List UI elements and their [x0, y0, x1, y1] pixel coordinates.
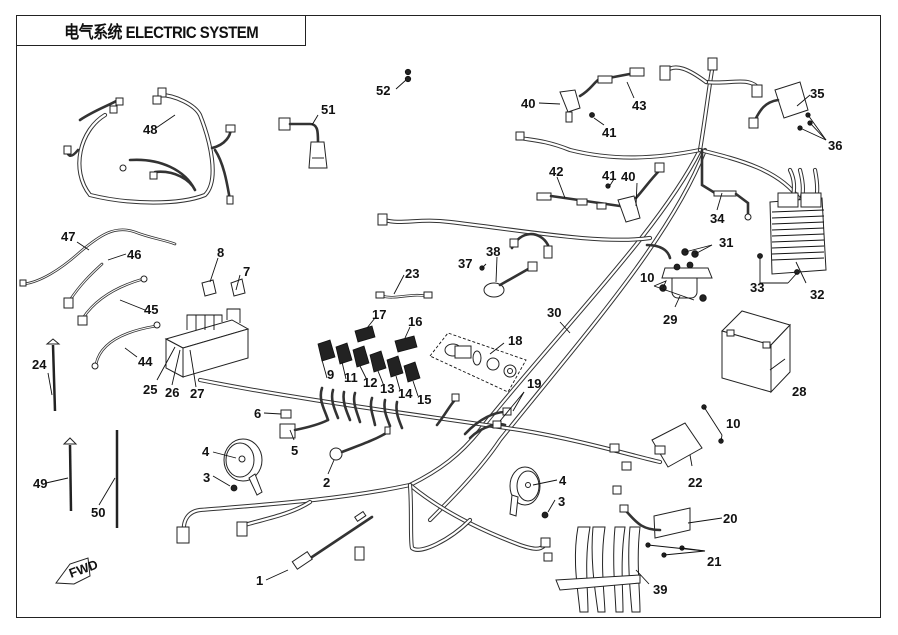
callout-28: 28	[792, 384, 806, 399]
part-29-starter-relay	[645, 243, 713, 302]
part-40-sensor-top	[559, 67, 645, 123]
callout-27: 27	[190, 386, 204, 401]
part-23-wire	[375, 291, 433, 299]
part-39-bracket	[555, 526, 641, 613]
callout-14: 14	[398, 386, 413, 401]
part-34-fuse	[700, 148, 752, 221]
part-38-sensor	[479, 232, 553, 298]
callout-50: 50	[91, 505, 105, 520]
part-22-ecu	[651, 404, 724, 468]
callout-34: 34	[710, 211, 725, 226]
callout-39: 39	[653, 582, 667, 597]
callout-4-right: 4	[559, 473, 567, 488]
battery-cables	[19, 228, 177, 370]
leader-lines	[45, 79, 827, 585]
callout-11: 11	[344, 370, 358, 385]
callout-52: 52	[376, 83, 390, 98]
callout-1: 1	[256, 573, 263, 588]
callout-29: 29	[663, 312, 677, 327]
callout-2: 2	[323, 475, 330, 490]
callout-37: 37	[458, 256, 472, 271]
switch-block	[317, 325, 421, 430]
callout-12: 12	[363, 375, 377, 390]
part-2-socket	[329, 426, 391, 461]
fuse-box	[164, 278, 250, 378]
callout-33: 33	[750, 280, 764, 295]
part-1-sensor	[291, 510, 374, 570]
callout-24: 24	[32, 357, 47, 372]
callout-35: 35	[810, 86, 824, 101]
callout-48: 48	[143, 122, 157, 137]
part-48-front-harness	[63, 87, 236, 205]
diagram-title: 电气系统 ELECTRIC SYSTEM	[64, 23, 258, 42]
callout-44: 44	[138, 354, 153, 369]
fwd-arrow: FWD	[55, 557, 100, 585]
callout-16: 16	[408, 314, 422, 329]
callout-41-top: 41	[602, 125, 616, 140]
callout-38: 38	[486, 244, 500, 259]
callout-20: 20	[723, 511, 737, 526]
callout-40-mid: 40	[621, 169, 635, 184]
part-19-connectors	[435, 393, 512, 440]
part-42-sensor-mid	[536, 162, 665, 223]
callout-46: 46	[127, 247, 141, 262]
callout-9: 9	[327, 367, 334, 382]
callout-40-top: 40	[521, 96, 535, 111]
callout-47: 47	[61, 229, 75, 244]
callout-17: 17	[372, 307, 386, 322]
diagram-frame	[16, 15, 881, 618]
callout-49: 49	[33, 476, 47, 491]
harness-connectors	[176, 57, 763, 562]
part-51-plug	[278, 117, 328, 169]
part-5-switch	[279, 409, 330, 439]
callout-42: 42	[549, 164, 563, 179]
callout-26: 26	[165, 385, 179, 400]
callout-4-left: 4	[202, 444, 210, 459]
callout-3-left: 3	[203, 470, 210, 485]
part-28-battery	[721, 310, 791, 394]
callout-15: 15	[417, 392, 431, 407]
callout-10-right: 10	[726, 416, 740, 431]
callout-25: 25	[143, 382, 157, 397]
callout-7: 7	[243, 264, 250, 279]
callout-30: 30	[547, 305, 561, 320]
callout-3-right: 3	[558, 494, 565, 509]
part-4-horn-left	[223, 438, 263, 496]
callout-18: 18	[508, 333, 522, 348]
title-box: 电气系统 ELECTRIC SYSTEM	[16, 15, 306, 46]
part-35-relay	[748, 81, 813, 131]
part-32-regulator	[757, 167, 827, 275]
callout-labels: 1 2 3 3 4 4 5 6 7 8 9 10 10 11 12 13 14 …	[32, 83, 842, 597]
part-52-bolts	[404, 68, 412, 83]
cable-ties	[45, 338, 119, 528]
callout-8: 8	[217, 245, 224, 260]
callout-51: 51	[321, 102, 335, 117]
main-wiring-harness	[181, 65, 803, 552]
part-20-relay	[619, 504, 691, 558]
callout-45: 45	[144, 302, 158, 317]
callout-36: 36	[828, 138, 842, 153]
callout-5: 5	[291, 443, 298, 458]
callout-6: 6	[254, 406, 261, 421]
callout-10-mid: 10	[640, 270, 654, 285]
callout-21: 21	[707, 554, 721, 569]
callout-22: 22	[688, 475, 702, 490]
callout-32: 32	[810, 287, 824, 302]
callout-19: 19	[527, 376, 541, 391]
part-18-ignition-set	[429, 332, 527, 393]
callout-13: 13	[380, 381, 394, 396]
part-4-horn-right	[509, 466, 549, 519]
callout-41-mid: 41	[602, 168, 616, 183]
callout-43: 43	[632, 98, 646, 113]
callout-31: 31	[719, 235, 733, 250]
callout-23: 23	[405, 266, 419, 281]
